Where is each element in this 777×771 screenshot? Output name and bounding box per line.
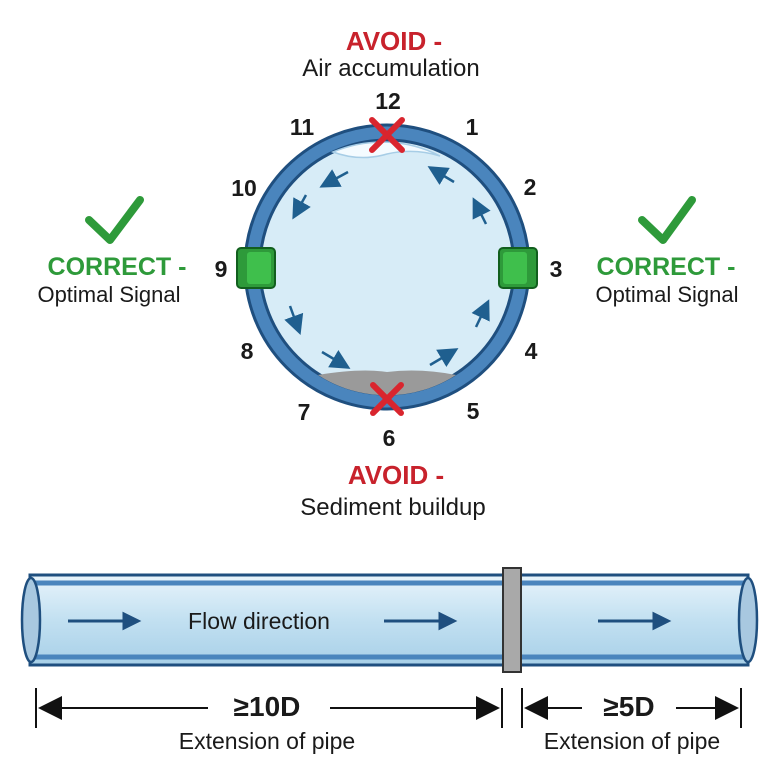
- air-pocket: [330, 141, 441, 159]
- clock-position-12: 12: [375, 88, 401, 114]
- correct-left-title: CORRECT -: [47, 253, 187, 281]
- pipe-flange: [502, 567, 522, 673]
- clock-position-3: 3: [549, 256, 563, 282]
- sediment-layer: [318, 370, 456, 396]
- correct-right-subtitle: Optimal Signal: [595, 282, 739, 307]
- pipe-cross-section: [236, 123, 538, 411]
- clock-position-2: 2: [523, 174, 537, 200]
- arrow-right-icon: [384, 611, 458, 631]
- red-x-icon: [370, 382, 404, 416]
- arrow-right-icon: [598, 611, 672, 631]
- correct-left-subtitle: Optimal Signal: [37, 282, 181, 307]
- clock-position-5: 5: [466, 398, 480, 424]
- avoid-top-subtitle: Air accumulation: [302, 55, 480, 82]
- avoid-bottom-subtitle: Sediment buildup: [300, 494, 486, 521]
- flow-direction-label: Flow direction: [188, 608, 330, 634]
- right-sensor-face: [503, 252, 527, 284]
- dimension-upstream-value: ≥10D: [233, 691, 301, 722]
- dimension-downstream-label: Extension of pipe: [543, 728, 721, 754]
- dimension-lines: [35, 688, 742, 728]
- dimension-downstream-value: ≥5D: [603, 691, 655, 722]
- clock-position-4: 4: [524, 338, 538, 364]
- clock-position-9: 9: [214, 256, 228, 282]
- left-sensor-face: [247, 252, 271, 284]
- green-check-icon: [638, 196, 696, 244]
- avoid-top-title: AVOID -: [345, 26, 443, 56]
- circulation-arrows: [284, 166, 491, 369]
- clock-position-7: 7: [297, 399, 311, 425]
- clock-position-11: 11: [289, 114, 315, 140]
- clock-position-6: 6: [382, 425, 396, 451]
- clock-position-1: 1: [465, 114, 479, 140]
- clock-position-8: 8: [240, 338, 254, 364]
- dimension-upstream-label: Extension of pipe: [178, 728, 356, 754]
- correct-right-title: CORRECT -: [596, 253, 736, 281]
- arrow-right-icon: [68, 611, 142, 631]
- clock-position-10: 10: [231, 175, 257, 201]
- avoid-bottom-title: AVOID -: [347, 460, 445, 490]
- red-x-icon: [369, 117, 405, 153]
- green-check-icon: [85, 196, 144, 244]
